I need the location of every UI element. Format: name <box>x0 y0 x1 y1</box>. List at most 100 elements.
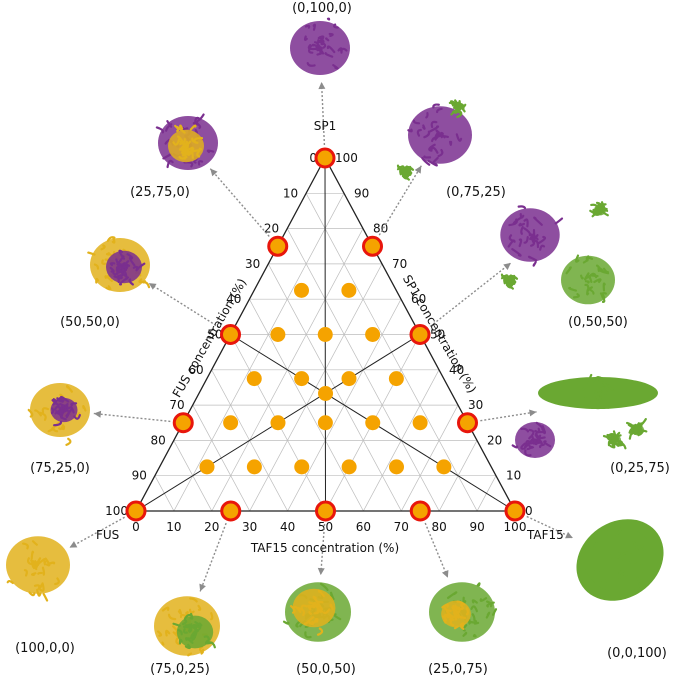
axis-title-taf15: TAF15 concentration (%) <box>250 541 399 555</box>
tick-label-taf15: 20 <box>204 520 219 534</box>
corner-label-taf15: TAF15 <box>526 528 564 542</box>
blob-strand <box>179 610 181 613</box>
cluster-fus_sp1_b[interactable] <box>88 237 150 292</box>
composition-point[interactable] <box>413 415 428 430</box>
composition-point[interactable] <box>341 283 356 298</box>
cluster-blob <box>604 431 625 448</box>
composition-point[interactable] <box>271 415 286 430</box>
simulated-composition-point[interactable] <box>317 502 335 520</box>
tick-label-taf15: 100 <box>504 520 527 534</box>
blob-strand <box>8 581 13 583</box>
arrow-line <box>94 413 170 421</box>
blob-strand <box>641 565 642 572</box>
blob-strand <box>305 36 307 39</box>
composition-point[interactable] <box>247 459 262 474</box>
arrow-line <box>210 169 269 237</box>
simulated-composition-point[interactable] <box>222 502 240 520</box>
blob-strand <box>162 643 163 645</box>
composition-point[interactable] <box>318 386 333 401</box>
composition-point[interactable] <box>436 459 451 474</box>
blob-strand <box>461 605 463 609</box>
blob-strand <box>452 606 454 609</box>
simulated-composition-point[interactable] <box>506 502 524 520</box>
tick-label-taf15: 60 <box>356 520 371 534</box>
blob-strand <box>314 25 315 30</box>
cluster-fus_taf15_b[interactable] <box>154 596 220 655</box>
blob-strand <box>508 284 511 286</box>
blob-strand <box>188 653 191 655</box>
arrow-line <box>430 263 511 327</box>
blob-strand <box>534 262 536 265</box>
blob-strand <box>66 439 70 445</box>
blob-strand <box>556 219 562 224</box>
cluster-sp1[interactable] <box>290 19 350 75</box>
blob-strand <box>326 38 328 40</box>
simulated-composition-point[interactable] <box>459 414 477 432</box>
tick-label-fus: 10 <box>283 186 298 200</box>
cluster-fus[interactable] <box>6 536 70 600</box>
tick-label-fus: 30 <box>245 257 260 271</box>
arrow-head <box>529 409 536 416</box>
simulated-composition-point[interactable] <box>316 149 334 167</box>
blob-strand <box>408 130 411 132</box>
tick-label-sp1: 10 <box>506 469 521 483</box>
blob-strand <box>456 106 458 109</box>
cluster-sp1_taf15_split[interactable] <box>500 202 615 304</box>
cluster-blob <box>398 166 413 180</box>
tick-label-taf15: 80 <box>432 520 447 534</box>
cluster-blob <box>290 19 350 75</box>
composition-point[interactable] <box>270 327 285 342</box>
cluster-sp1_fus[interactable] <box>157 115 218 170</box>
blob-strand <box>614 431 616 436</box>
composition-point[interactable] <box>318 415 333 430</box>
composition-point[interactable] <box>318 327 333 342</box>
blob-strand <box>183 128 188 129</box>
composition-point[interactable] <box>365 415 380 430</box>
composition-label: (25,0,75) <box>428 662 488 677</box>
composition-point[interactable] <box>342 371 357 386</box>
cluster-fus_taf15[interactable] <box>284 582 351 641</box>
blob-strand <box>208 151 213 152</box>
simulated-composition-point[interactable] <box>411 326 429 344</box>
blob-strand <box>521 227 522 234</box>
cluster-taf15[interactable] <box>561 502 680 617</box>
composition-point[interactable] <box>294 371 309 386</box>
cluster-blob <box>6 536 70 600</box>
blob-strand <box>48 563 54 565</box>
blob-strand <box>519 206 525 208</box>
arrow-line <box>149 283 220 327</box>
composition-point[interactable] <box>200 459 215 474</box>
simulated-composition-point[interactable] <box>269 237 287 255</box>
composition-point[interactable] <box>389 371 404 386</box>
composition-point[interactable] <box>365 327 380 342</box>
simulated-composition-point[interactable] <box>411 502 429 520</box>
composition-point[interactable] <box>294 283 309 298</box>
composition-point[interactable] <box>389 459 404 474</box>
cluster-sp1_taf15_small[interactable] <box>398 100 472 179</box>
blob-strand <box>587 291 588 295</box>
tick-label-sp1: 100 <box>335 151 358 165</box>
composition-label: (75,25,0) <box>30 461 90 476</box>
composition-label: (0,75,25) <box>446 185 506 200</box>
arrow-head <box>318 82 325 89</box>
simulated-composition-point[interactable] <box>174 414 192 432</box>
corner-label-fus: FUS <box>96 528 119 542</box>
simulated-composition-point[interactable] <box>364 237 382 255</box>
blob-strand <box>474 635 476 636</box>
tick-label-sp1: 30 <box>468 398 483 412</box>
cluster-blob <box>584 528 656 593</box>
blob-strand <box>309 607 311 610</box>
composition-point[interactable] <box>342 459 357 474</box>
composition-label: (0,50,50) <box>568 315 628 330</box>
cluster-taf15_fus[interactable] <box>429 582 496 641</box>
composition-label: (0,100,0) <box>292 1 352 16</box>
simulated-composition-point[interactable] <box>127 502 145 520</box>
composition-point[interactable] <box>294 459 309 474</box>
composition-point[interactable] <box>247 371 262 386</box>
blob-strand <box>424 156 430 157</box>
cluster-taf15_sp1_split[interactable] <box>513 375 658 458</box>
simulated-composition-point[interactable] <box>222 326 240 344</box>
cluster-fus_sp1[interactable] <box>29 383 90 445</box>
composition-point[interactable] <box>223 415 238 430</box>
tick-label-taf15: 0 <box>132 520 140 534</box>
